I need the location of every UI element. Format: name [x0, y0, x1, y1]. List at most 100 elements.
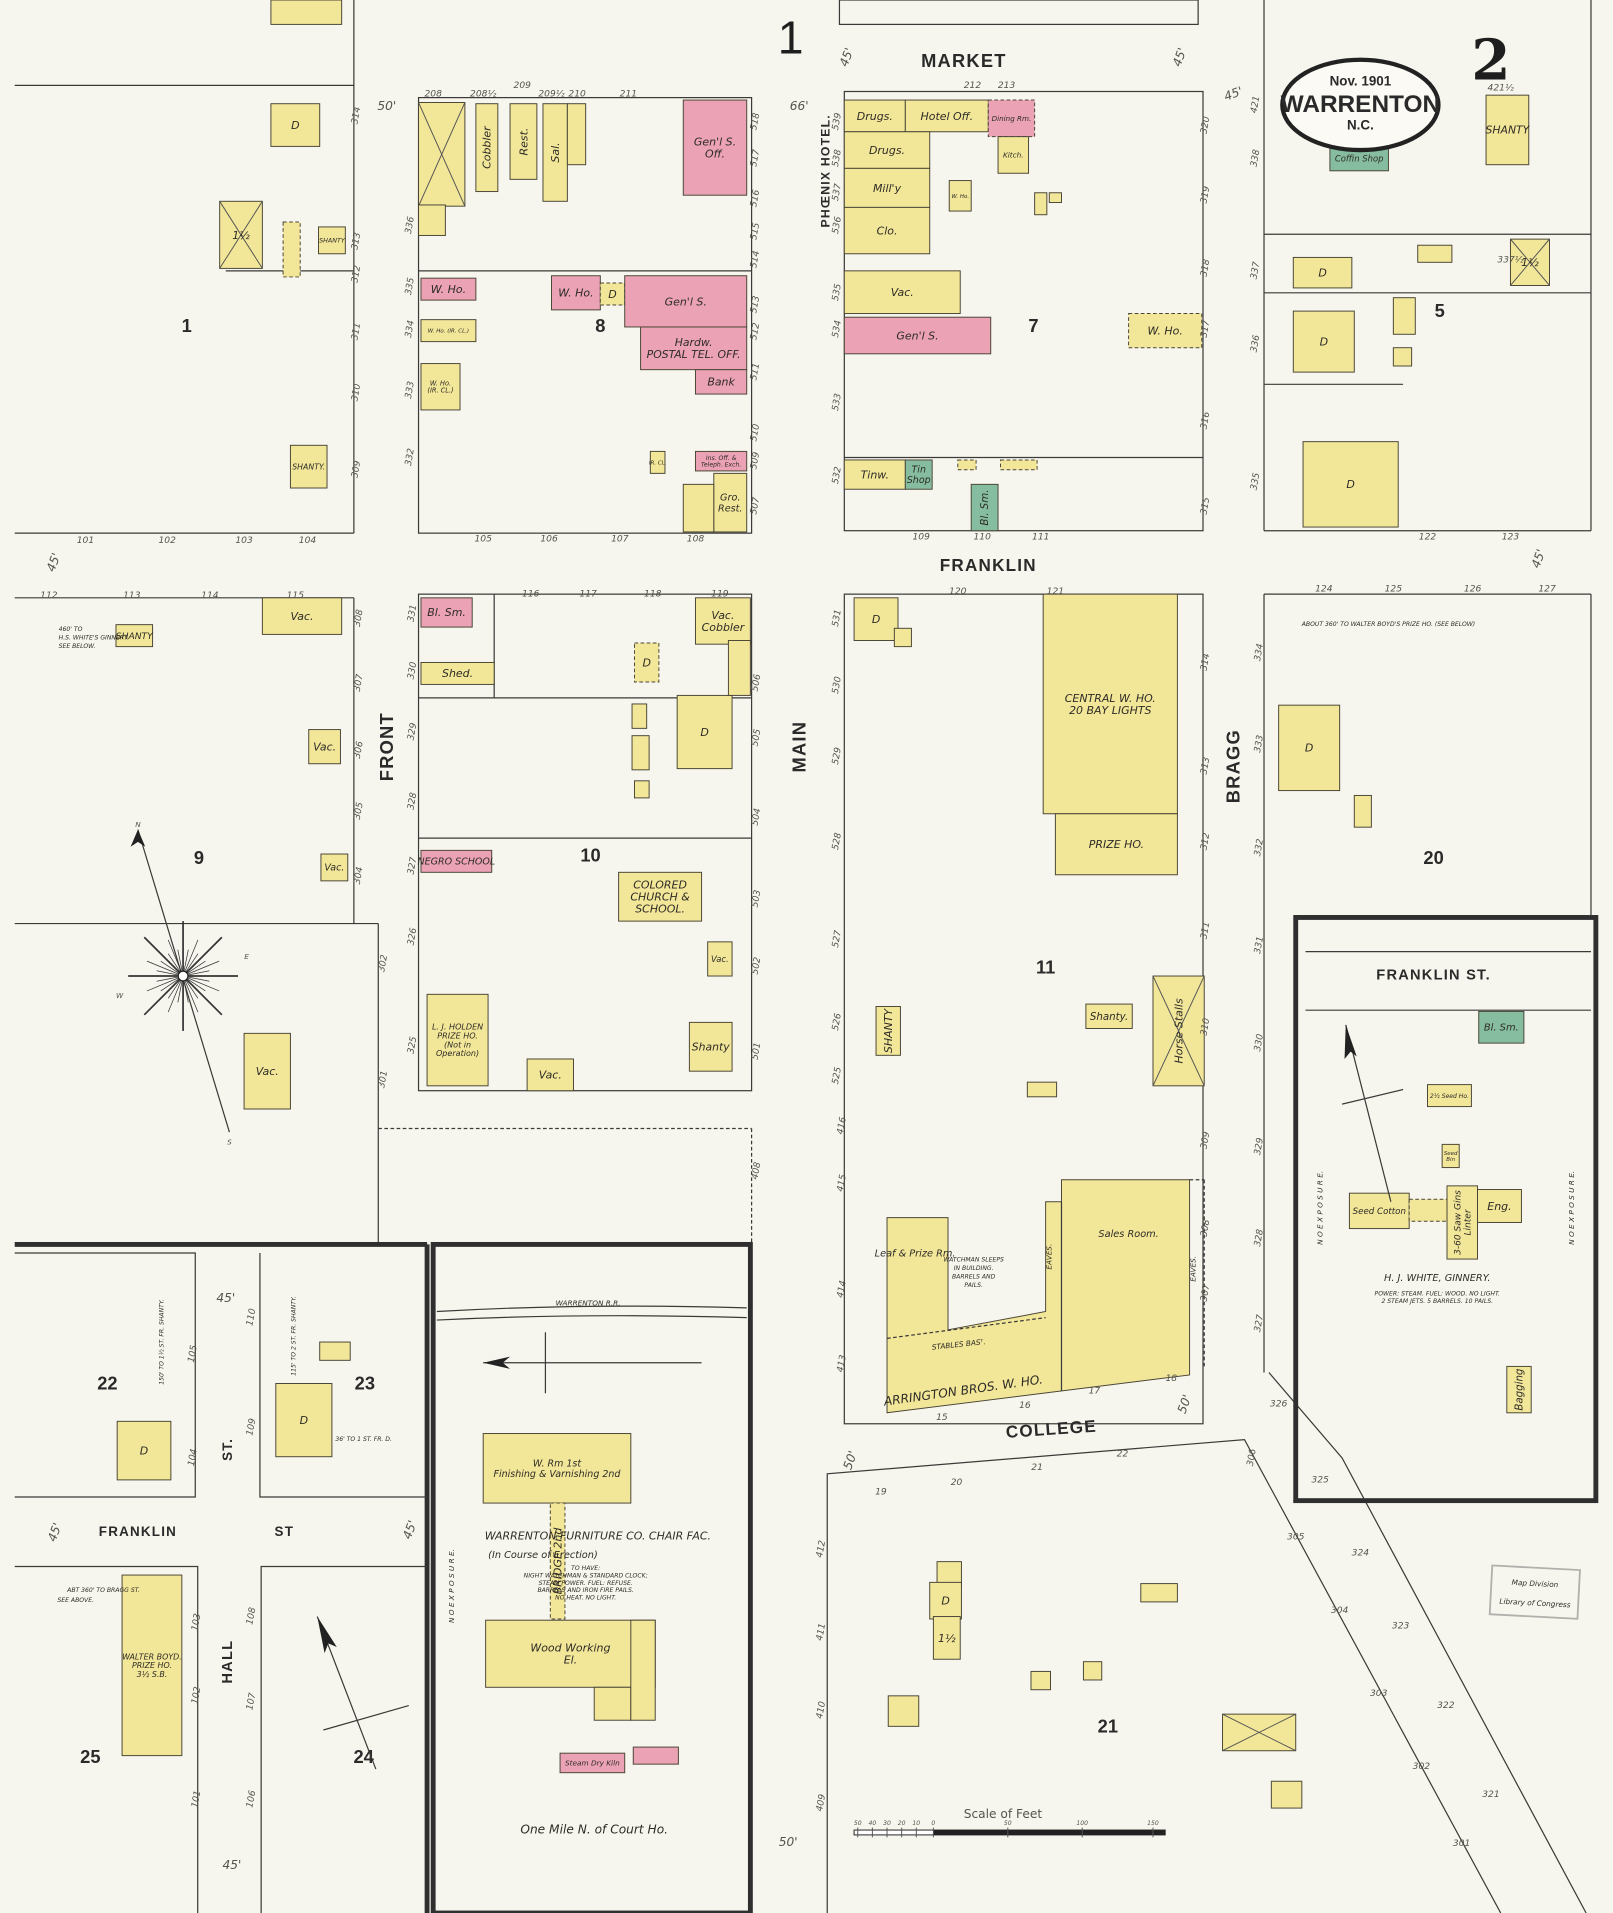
address-number: 316 — [1199, 411, 1212, 430]
building-footprint — [1348, 1192, 1410, 1230]
building-label-line: Finishing & Varnishing 2nd — [494, 1469, 622, 1480]
map-label-blocks-3: 5 — [1435, 300, 1445, 321]
address-number: 118 — [644, 590, 662, 600]
map-label-ginnery-notes-0: POWER: STEAM. FUEL: WOOD. NO LIGHT. — [1375, 1291, 1500, 1298]
building: W. Ho. — [948, 180, 972, 212]
building-label-line: Bl. Sm. — [979, 489, 991, 525]
address-number: 302 — [1413, 1762, 1431, 1772]
building-label-line: 2½ Seed Ho. — [1430, 1092, 1469, 1100]
building-footprint — [1082, 1661, 1103, 1681]
map-label-street_widths-7: 45' — [400, 1519, 420, 1542]
address-number: 421 — [1250, 95, 1263, 114]
building-label: IR. CL. — [649, 460, 667, 466]
building — [1082, 1661, 1103, 1681]
address-number: 107 — [611, 535, 629, 545]
building-footprint — [633, 780, 650, 799]
building-footprint — [475, 103, 499, 193]
address-number: 213 — [998, 81, 1016, 91]
building-label-line: Vac. — [711, 609, 734, 622]
scale-tick-label: 20 — [898, 1820, 906, 1827]
building-label-line: 1½ — [1521, 256, 1539, 269]
building-label: Dining Rm. — [992, 114, 1032, 123]
building: D — [1292, 256, 1353, 289]
map-label-notes-shanty_150: 150' TO 1½ ST. FR. SHANTY. — [158, 1299, 166, 1385]
map-label-furniture_factory-status: (In Course of Erection) — [488, 1550, 598, 1561]
address-number: 314 — [1199, 652, 1212, 671]
building-label: W. Ho. — [951, 194, 969, 200]
building-footprint — [549, 1502, 566, 1620]
building: Dining Rm. — [987, 99, 1036, 138]
address-number: 416 — [836, 1116, 849, 1135]
compass-letter: N — [135, 820, 141, 829]
map-label-street_widths-4: 45' — [1529, 547, 1549, 570]
building-label-line: Steam Dry Kiln — [565, 1758, 620, 1767]
building-footprint — [320, 853, 349, 882]
building-label-line: D — [1318, 267, 1326, 280]
map-label-furniture_factory-location: One Mile N. of Court Ho. — [520, 1823, 668, 1837]
map-label-arrington-eaves: EAVES. — [1045, 1244, 1054, 1270]
address-number: 331 — [406, 604, 419, 623]
building: CENTRAL W. HO.20 BAY LIGHTS — [1042, 593, 1178, 815]
building-label: D — [1305, 742, 1313, 755]
address-number: 314 — [350, 106, 363, 125]
address-number: 322 — [1437, 1701, 1455, 1711]
address-number: 309 — [1199, 1131, 1212, 1150]
map-label-street_widths-11: 50' — [841, 1449, 861, 1472]
building — [1392, 347, 1413, 367]
building: Hardw.POSTAL TEL. OFF. — [640, 326, 748, 371]
building-label: Horse Stalls — [1172, 998, 1185, 1063]
building-footprint — [270, 0, 343, 25]
building: Bl. Sm. — [1478, 1010, 1525, 1044]
address-number: 421½ — [1488, 83, 1514, 93]
address-number: 512 — [749, 322, 762, 341]
building-footprint — [904, 459, 933, 490]
building-footprint — [727, 640, 751, 696]
building-footprint — [633, 642, 660, 683]
address-number: 114 — [201, 591, 219, 601]
address-number: 307 — [1199, 1283, 1212, 1302]
building-label-line: D — [941, 1595, 949, 1608]
building-footprint — [1034, 192, 1048, 216]
building: 1½ — [219, 200, 263, 269]
building-label-line: Hotel Off. — [921, 110, 974, 123]
address-number: 538 — [831, 149, 844, 168]
building: D — [270, 103, 321, 147]
building — [1048, 192, 1062, 204]
map-label-blocks-12: 21 — [1098, 1715, 1118, 1736]
building-label-line: Tin — [912, 465, 926, 476]
address-number: 325 — [406, 1036, 419, 1055]
building-label-line: D — [700, 726, 708, 739]
building-label-line: Shanty — [692, 1041, 731, 1054]
building-label: Gen'l S.Off. — [694, 135, 736, 160]
building-label: D — [140, 1445, 148, 1458]
scale-tick-label: 30 — [883, 1820, 891, 1827]
building-footprint — [875, 1006, 901, 1056]
building: W. Ho. — [551, 275, 601, 311]
address-number: 518 — [749, 112, 762, 131]
building-label-line: Seed — [1444, 1151, 1458, 1157]
building-footprint — [1392, 297, 1416, 335]
building-footprint — [526, 1058, 574, 1092]
building-footprint — [1417, 244, 1453, 263]
building: D — [1292, 310, 1355, 373]
building-label: Vac. — [290, 610, 313, 623]
compass-letter: W — [116, 991, 124, 1000]
building-footprint — [116, 1420, 172, 1481]
building-footprint — [618, 871, 703, 922]
building-label: D — [300, 1414, 308, 1427]
address-number: 332 — [404, 448, 417, 467]
scale-tick-label: 0 — [931, 1820, 935, 1827]
building-label-line: D — [300, 1414, 308, 1427]
building-label-line: Vac. — [711, 954, 729, 964]
building-label: Bagging — [1514, 1368, 1526, 1411]
building-footprint — [261, 597, 343, 635]
building-label-line: Hardw. — [675, 336, 713, 349]
building — [1353, 794, 1372, 828]
building-label-line: PRIZE HO. — [437, 1031, 478, 1040]
building-label-line: D — [1305, 742, 1313, 755]
building-label-line: Rest. — [517, 128, 530, 156]
map-label-notes-to_bragg-1: SEE ABOVE. — [57, 1597, 94, 1604]
